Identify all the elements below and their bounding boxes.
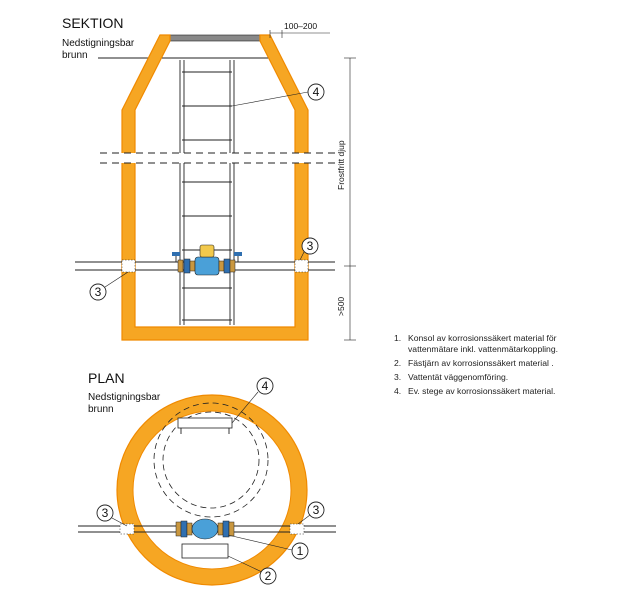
- dim-top-label: 100–200: [284, 21, 317, 31]
- legend-item-3: 3.Vattentät väggenomföring.: [394, 372, 509, 382]
- plan-water-meter: [175, 518, 235, 559]
- plan-title: PLAN: [88, 370, 125, 386]
- svg-text:4: 4: [262, 379, 269, 393]
- plan-opening-inner: [162, 411, 260, 509]
- section-title: SEKTION: [62, 15, 123, 31]
- svg-text:3: 3: [102, 506, 109, 520]
- svg-text:2: 2: [265, 569, 272, 583]
- section-frost-break: [100, 152, 340, 164]
- section-callout-3-left: 3: [89, 271, 129, 301]
- legend-list: 1.Konsol av korrosionssäkert material fö…: [394, 333, 609, 400]
- section-ladder: [179, 60, 235, 325]
- plan-subtitle-2: brunn: [88, 404, 114, 415]
- svg-text:3: 3: [313, 503, 320, 517]
- dim-bottom-label: >500: [336, 297, 346, 316]
- svg-text:3: 3: [307, 239, 314, 253]
- plan-well-ring: [116, 394, 308, 586]
- dim-depth-label: Frostfritt djup: [336, 140, 346, 190]
- legend-item-2: 2.Fästjärn av korrosionssäkert material …: [394, 358, 554, 368]
- plan-callout-1: 1: [227, 534, 309, 560]
- section-subtitle-2: brunn: [62, 50, 88, 61]
- plan-callout-3-right: 3: [297, 501, 325, 525]
- section-callout-4: 4: [231, 83, 325, 107]
- section-well-wall: [121, 34, 309, 341]
- legend-item-1: 1.Konsol av korrosionssäkert material fö…: [394, 333, 558, 354]
- plan-opening-outer: [153, 402, 269, 518]
- section-callout-3-right: 3: [299, 237, 319, 261]
- section-dimensions: [269, 30, 356, 341]
- plan-subtitle-1: Nedstigningsbar: [88, 392, 161, 403]
- section-subtitle-1: Nedstigningsbar: [62, 38, 135, 49]
- section-water-meter: [172, 244, 242, 276]
- well-cover: [169, 34, 261, 42]
- legend-item-4: 4.Ev. stege av korrosionssäkert material…: [394, 386, 556, 396]
- svg-text:1: 1: [297, 544, 304, 558]
- plan-callout-3-left: 3: [96, 504, 128, 527]
- svg-text:3: 3: [95, 285, 102, 299]
- svg-text:4: 4: [313, 85, 320, 99]
- plan-callout-2: 2: [227, 555, 277, 585]
- plan-callout-4: 4: [231, 377, 274, 424]
